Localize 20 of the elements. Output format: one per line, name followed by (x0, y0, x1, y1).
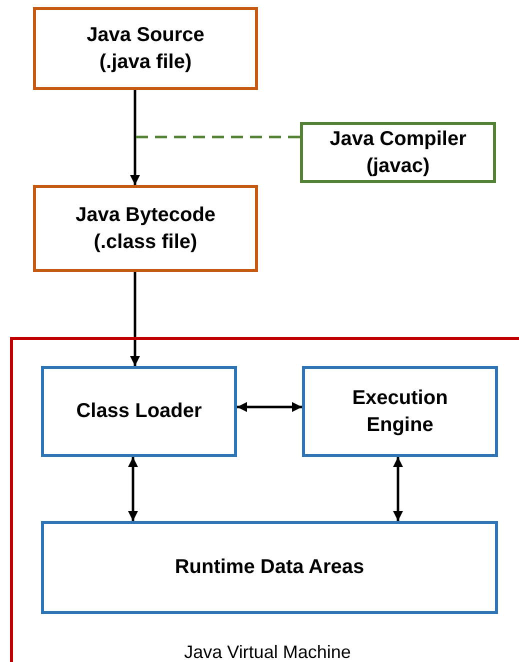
box-label: Execution Engine (351, 386, 449, 438)
process-box (41, 521, 498, 614)
box-label: Java Bytecode (.class file) (74, 202, 217, 254)
process-box (41, 366, 237, 457)
arrow (393, 457, 403, 521)
container-frame (10, 337, 519, 662)
container-label: Java Virtual Machine (183, 642, 352, 662)
process-box (302, 366, 498, 457)
connector-line (135, 136, 300, 138)
process-box (33, 7, 258, 90)
process-box (33, 185, 258, 272)
box-label: Class Loader (76, 399, 202, 424)
box-label: Java Source (.java file) (86, 22, 206, 74)
arrow (130, 90, 140, 185)
box-label: Java Compiler (javac) (328, 126, 468, 178)
arrow (128, 457, 138, 521)
arrow (130, 272, 140, 366)
process-box (300, 122, 496, 183)
box-label: Runtime Data Areas (174, 555, 364, 580)
arrow (237, 402, 302, 412)
